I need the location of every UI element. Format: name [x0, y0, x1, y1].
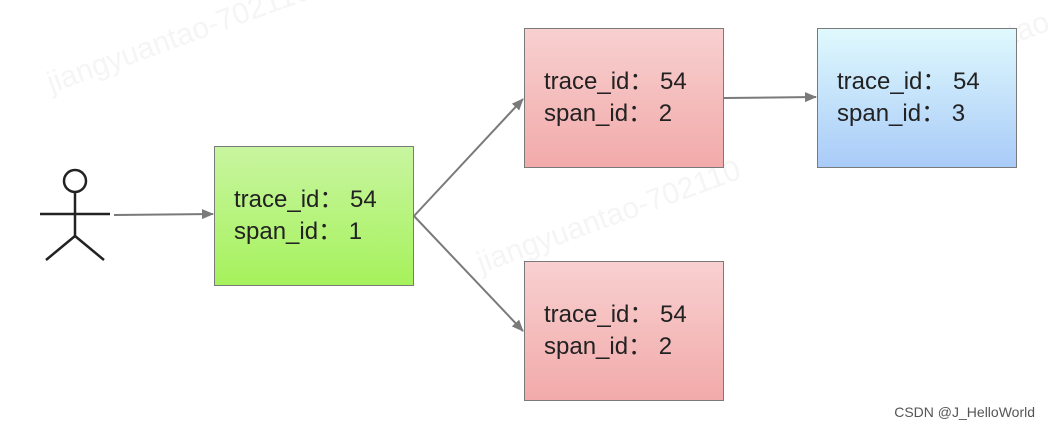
- span-id-label: span_id： 3: [837, 100, 966, 127]
- trace-id-label: trace_id： 54: [544, 301, 687, 328]
- span-node-child-b: trace_id： 54 span_id： 2: [524, 261, 724, 401]
- edge-actor-to-root: [113, 209, 214, 220]
- credit-text: CSDN @J_HelloWorld: [894, 404, 1035, 420]
- span-id-label: span_id： 2: [544, 100, 673, 127]
- edge-root-to-child-a: [413, 98, 524, 217]
- edge-root-to-child-b: [413, 215, 524, 332]
- trace-id-label: trace_id： 54: [544, 68, 687, 95]
- user-actor-icon: [40, 168, 110, 261]
- span-id-label: span_id： 1: [234, 218, 363, 245]
- edge-child-a-to-grandchild: [723, 92, 817, 103]
- trace-id-label: trace_id： 54: [837, 68, 980, 95]
- trace-id-label: trace_id： 54: [234, 186, 377, 213]
- span-node-root: trace_id： 54 span_id： 1: [214, 146, 414, 286]
- span-id-label: span_id： 2: [544, 333, 673, 360]
- span-node-grandchild: trace_id： 54 span_id： 3: [817, 28, 1017, 168]
- span-node-child-a: trace_id： 54 span_id： 2: [524, 28, 724, 168]
